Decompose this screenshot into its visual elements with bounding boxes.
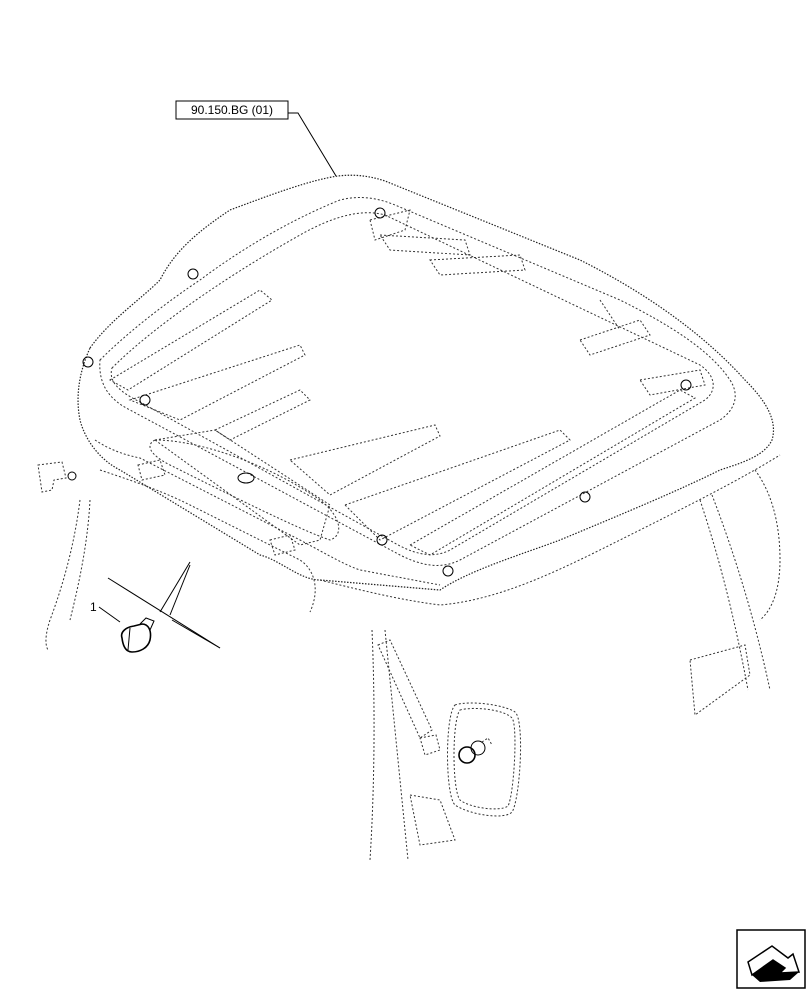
callout-1-number: 1 [90, 600, 97, 614]
roof-lamp-bulb [458, 737, 493, 764]
mount-points [82, 207, 692, 577]
reference-label[interactable]: 90.150.BG (01) [175, 100, 289, 120]
interior-light-housing [149, 439, 340, 541]
light-clip-left [137, 459, 166, 481]
lamp-bulb-part [120, 617, 155, 653]
cab-pillars [45, 469, 781, 861]
part-location-lines [107, 561, 221, 649]
left-side-bracket [37, 461, 77, 493]
callout-1[interactable]: 1 [90, 600, 121, 623]
roof-panels [109, 209, 706, 556]
reference-label-text: 90.150.BG (01) [191, 103, 273, 117]
roof-shell [77, 174, 781, 613]
side-mirror [377, 639, 522, 846]
light-clip-right [269, 534, 296, 556]
arrow-return-icon[interactable] [736, 929, 806, 989]
callout-1-leader [98, 606, 121, 623]
reference-leader-line [288, 112, 337, 177]
